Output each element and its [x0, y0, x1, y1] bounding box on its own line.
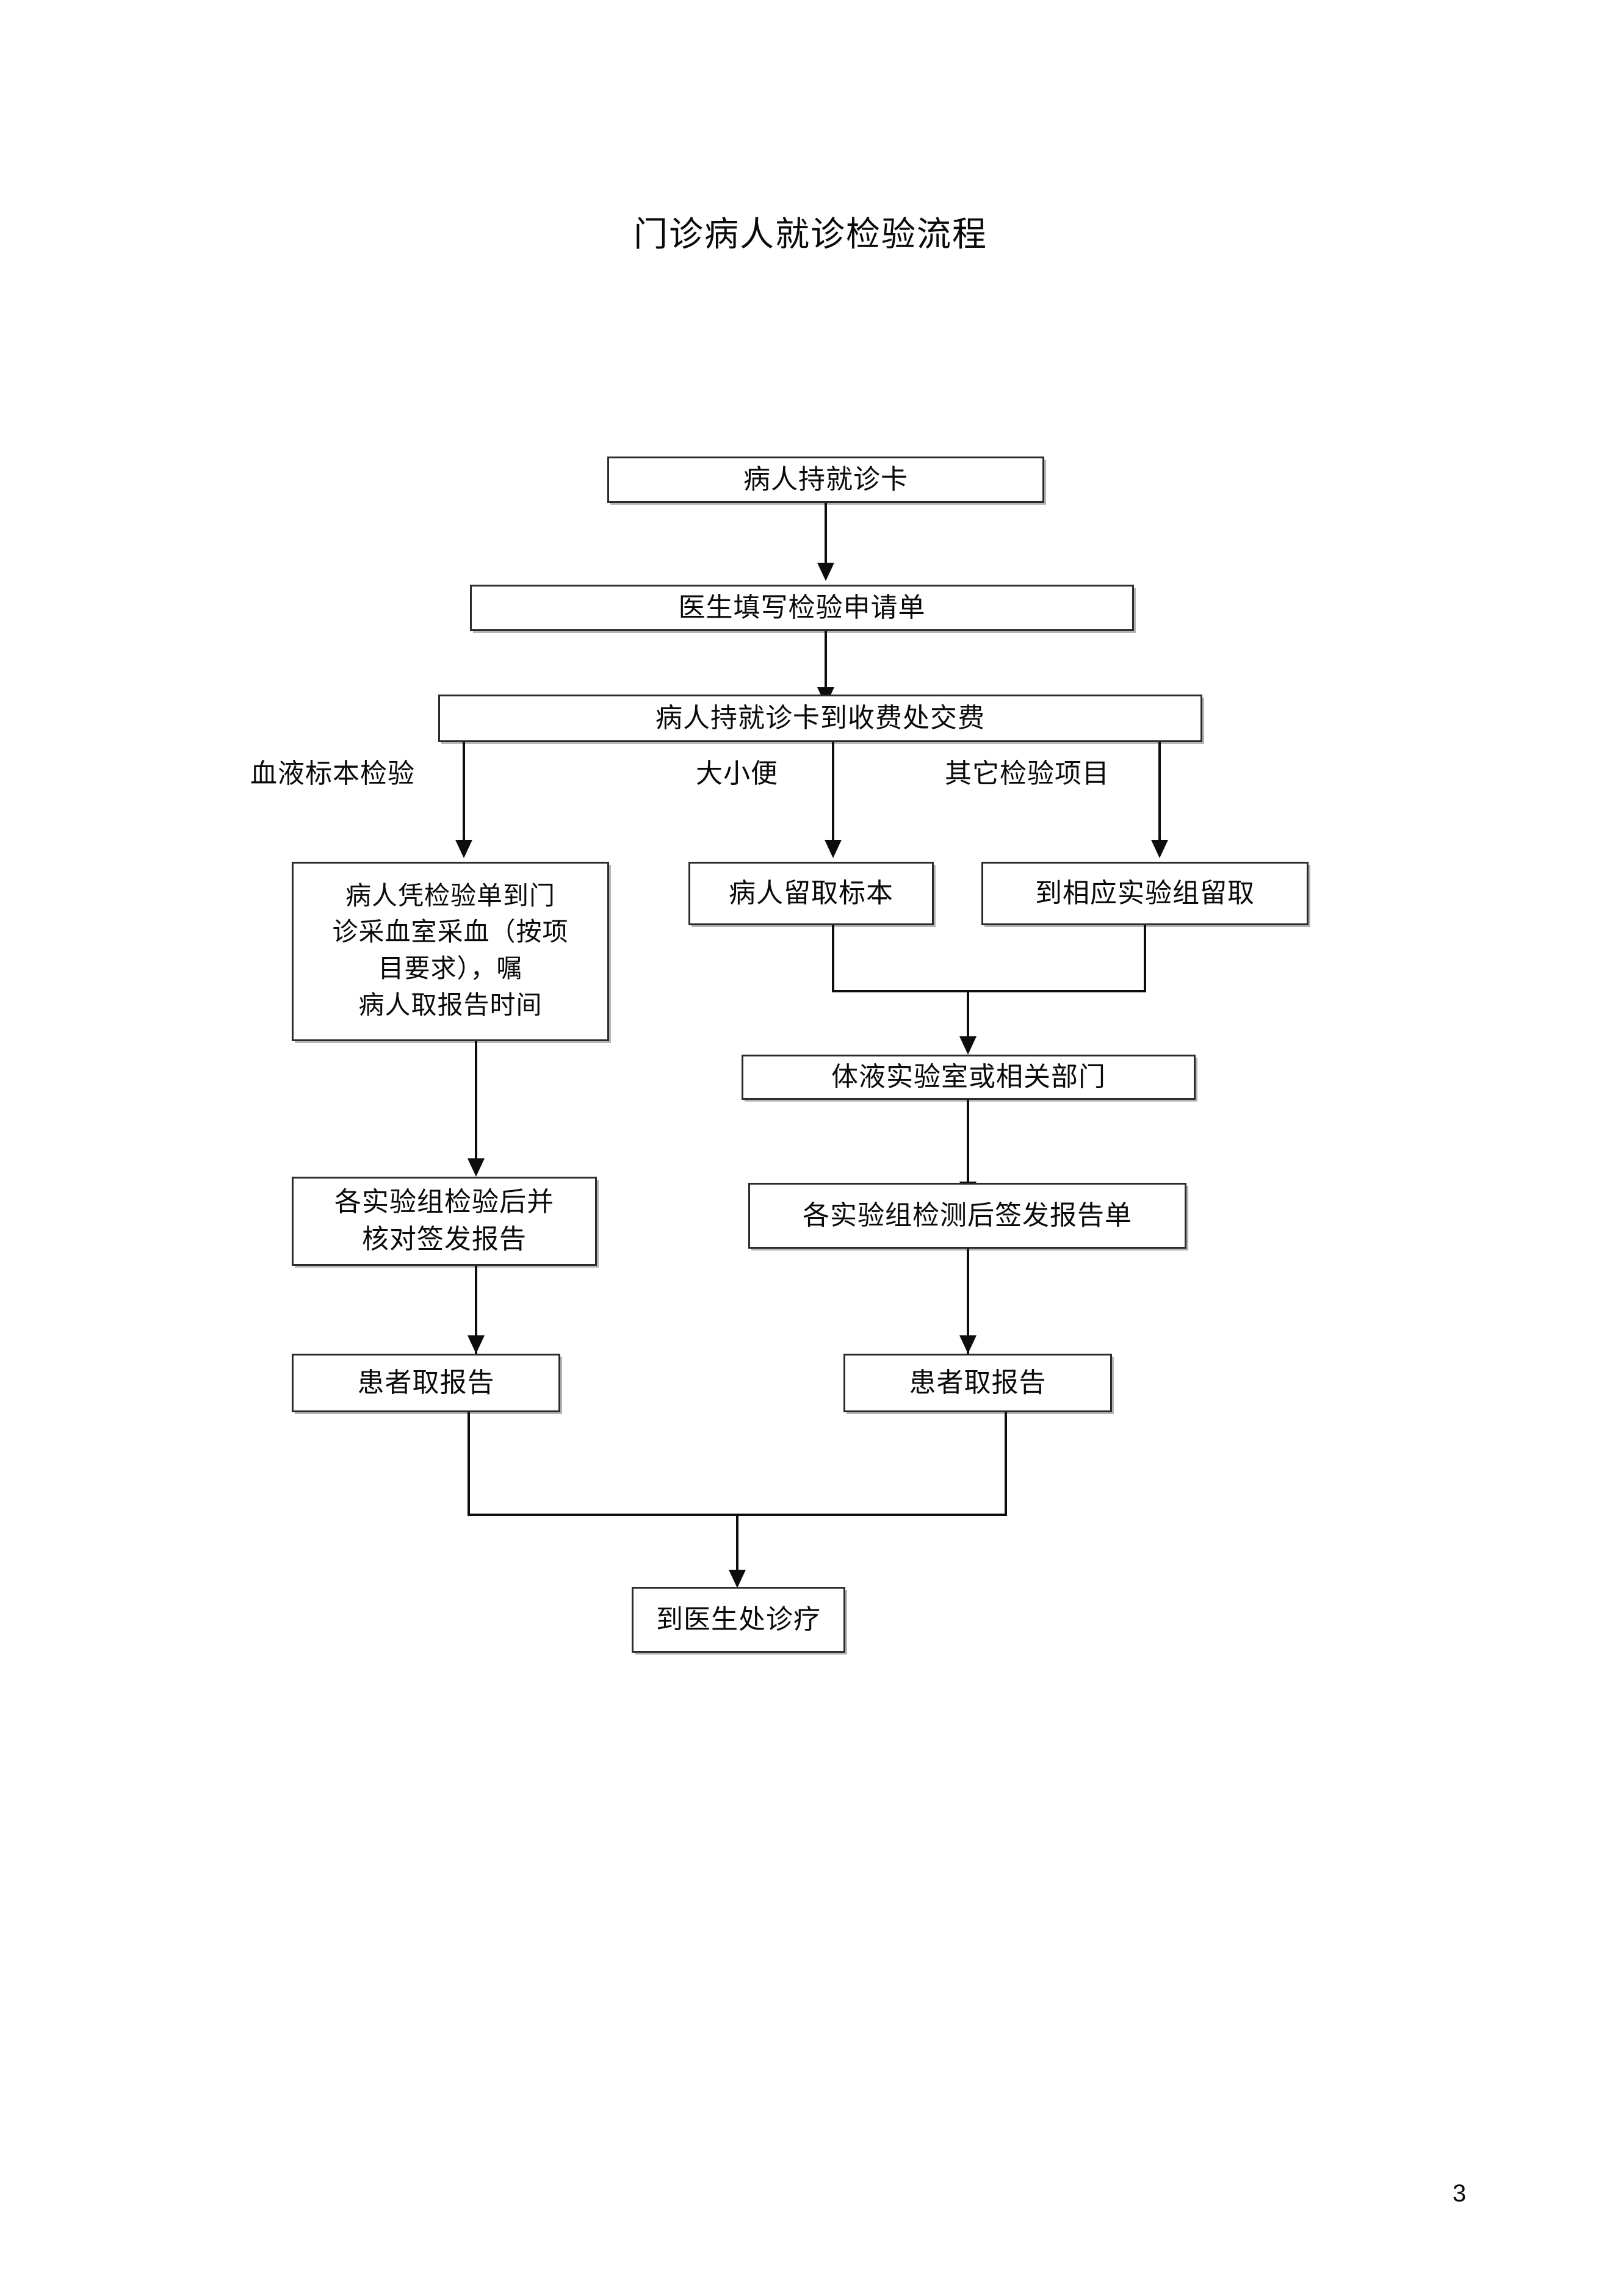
- edge-n3-n5-line: [832, 742, 834, 842]
- node-lab-issue-report-sheet[interactable]: 各实验组检测后签发报告单: [748, 1183, 1186, 1249]
- edge-n5-merge-line: [832, 925, 834, 992]
- node-blood-draw-room[interactable]: 病人凭检验单到门 诊采血室采血（按项 目要求），嘱 病人取报告时间: [292, 862, 609, 1041]
- node-fluid-lab-or-department[interactable]: 体液实验室或相关部门: [742, 1055, 1196, 1100]
- node-patient-holds-card[interactable]: 病人持就诊卡: [607, 457, 1044, 503]
- node-label: 患者取报告: [909, 1368, 1047, 1398]
- node-label: 到医生处诊疗: [656, 1605, 821, 1635]
- edge-n10-merge-line: [468, 1412, 470, 1516]
- edge-n2-n3-line: [825, 631, 827, 690]
- edge-n4-n8-line: [475, 1041, 477, 1162]
- page-number: 3: [1453, 2180, 1467, 2207]
- node-label: 病人持就诊卡到收费处交费: [655, 703, 985, 734]
- node-pay-at-cashier[interactable]: 病人持就诊卡到收费处交费: [438, 695, 1202, 742]
- node-doctor-fills-request[interactable]: 医生填写检验申请单: [470, 585, 1134, 631]
- edge-merge-to-n12-line: [736, 1514, 738, 1586]
- node-patient-picks-report-left[interactable]: 患者取报告: [292, 1354, 560, 1412]
- edge-n8-n10-arrowhead: [468, 1335, 485, 1354]
- edge-n3-n4-line: [463, 742, 465, 842]
- edge-merge-to-n12-arrowhead: [729, 1570, 746, 1588]
- edge-n8-n10-line: [475, 1266, 477, 1356]
- page-title: 门诊病人就诊检验流程: [634, 216, 987, 254]
- edge-n4-n8-arrowhead: [468, 1158, 485, 1177]
- edge-merge-to-n7-arrowhead: [959, 1036, 977, 1055]
- edge-n3-n6-arrowhead: [1151, 840, 1168, 858]
- node-label: 医生填写检验申请单: [678, 593, 926, 623]
- node-patient-collects-sample[interactable]: 病人留取标本: [688, 862, 934, 925]
- edge-merge-to-n7-line: [967, 990, 969, 1040]
- node-label: 体液实验室或相关部门: [831, 1062, 1106, 1092]
- branch-label-other-tests: 其它检验项目: [945, 759, 1110, 789]
- branch-label-stool-urine: 大小便: [696, 759, 778, 789]
- edge-n1-n2-arrowhead: [817, 563, 834, 581]
- node-label: 患者取报告: [357, 1368, 495, 1398]
- edge-n3-n6-line: [1158, 742, 1161, 842]
- edge-n7-n9-line: [967, 1100, 969, 1185]
- edge-n9-n11-arrowhead: [959, 1335, 977, 1354]
- edge-n3-n4-arrowhead: [455, 840, 472, 858]
- node-label: 各实验组检测后签发报告单: [803, 1200, 1132, 1231]
- edge-merge-bus-top: [832, 990, 1146, 992]
- node-lab-verify-and-issue-report[interactable]: 各实验组检验后并 核对签发报告: [292, 1177, 597, 1266]
- node-label: 病人留取标本: [729, 878, 894, 909]
- edge-n3-n5-arrowhead: [825, 840, 842, 858]
- node-label: 到相应实验组留取: [1035, 878, 1255, 909]
- node-return-to-doctor[interactable]: 到医生处诊疗: [632, 1587, 845, 1653]
- edge-n1-n2-line: [825, 503, 827, 565]
- edge-n9-n11-line: [967, 1249, 969, 1356]
- node-go-to-lab-group[interactable]: 到相应实验组留取: [981, 862, 1309, 925]
- edge-n6-merge-line: [1144, 925, 1146, 992]
- node-label: 各实验组检验后并 核对签发报告: [334, 1187, 554, 1254]
- edge-n11-merge-line: [1005, 1412, 1007, 1516]
- branch-label-blood: 血液标本检验: [250, 759, 415, 789]
- node-label: 病人凭检验单到门 诊采血室采血（按项 目要求），嘱 病人取报告时间: [332, 882, 569, 1020]
- node-patient-picks-report-right[interactable]: 患者取报告: [843, 1354, 1112, 1412]
- node-label: 病人持就诊卡: [743, 464, 908, 495]
